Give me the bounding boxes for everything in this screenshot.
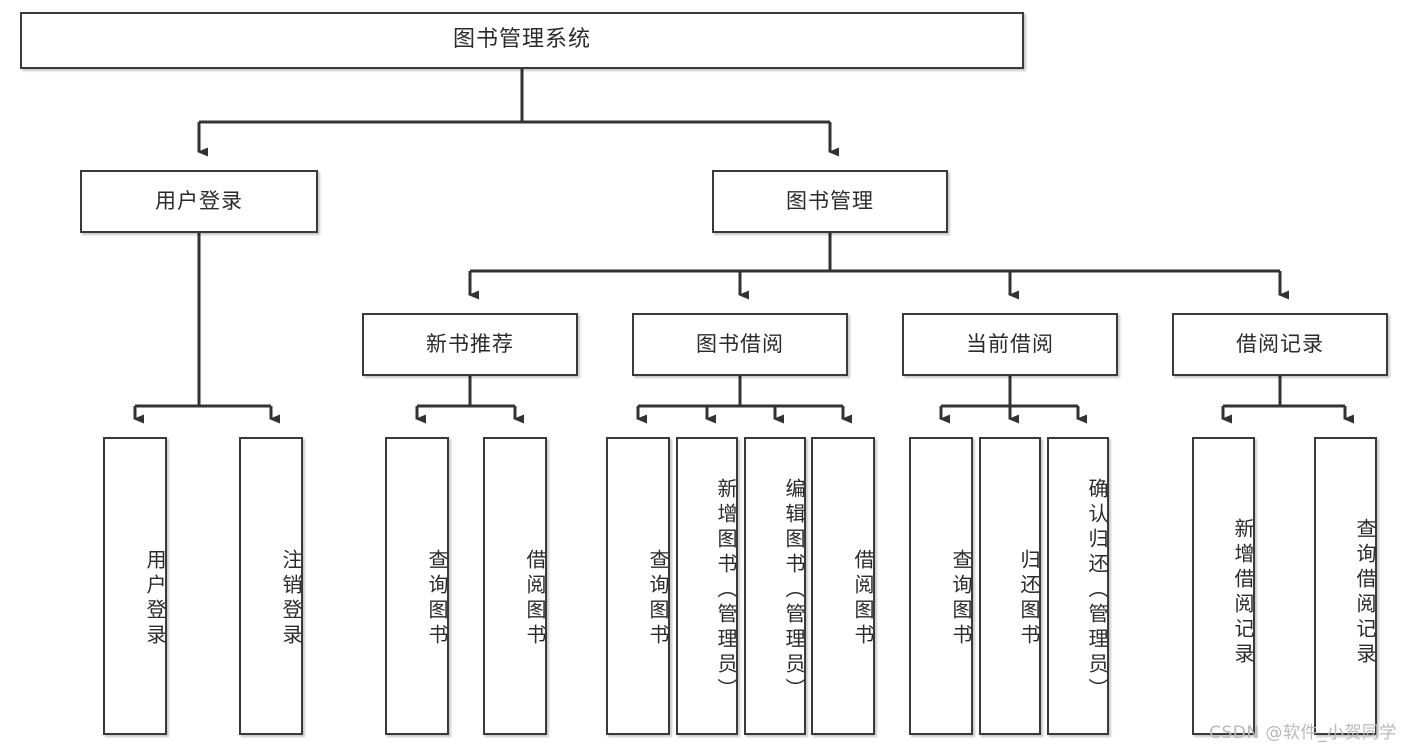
node-label: 借阅图书 <box>523 549 547 649</box>
node-label: 图书管理系统 <box>452 27 591 53</box>
leaf-record-add-borrow-record[interactable]: 新增借阅记录 <box>1192 437 1255 735</box>
leaf-user-logout[interactable]: 注销登录 <box>239 437 303 735</box>
leaf-borrow-query-book[interactable]: 查询图书 <box>606 437 670 735</box>
node-label: 图书借阅 <box>696 331 784 356</box>
node-book-borrow[interactable]: 图书借阅 <box>632 313 848 376</box>
node-label: 新书推荐 <box>426 331 514 356</box>
node-label: 注销登录 <box>279 549 303 649</box>
node-borrow-record[interactable]: 借阅记录 <box>1172 313 1388 376</box>
node-label: 用户登录 <box>155 188 243 213</box>
node-label: 当前借阅 <box>966 331 1054 356</box>
node-label: 新增借阅记录 <box>1231 518 1255 668</box>
node-label: 新增图书（管理员） <box>714 477 738 703</box>
node-label: 图书管理 <box>786 188 874 213</box>
node-label: 查询图书 <box>646 549 670 649</box>
leaf-recommend-query-book[interactable]: 查询图书 <box>385 437 449 735</box>
node-new-book-recommend[interactable]: 新书推荐 <box>362 313 578 376</box>
leaf-user-login[interactable]: 用户登录 <box>103 437 167 735</box>
node-label: 编辑图书（管理员） <box>782 477 806 703</box>
node-user-login[interactable]: 用户登录 <box>80 170 318 233</box>
csdn-watermark: CSDN @软件_小贺同学 <box>1209 723 1397 743</box>
node-label: 确认归还（管理员） <box>1085 477 1109 703</box>
node-root-book-management-system[interactable]: 图书管理系统 <box>20 12 1024 69</box>
node-label: 查询图书 <box>949 549 973 649</box>
node-label: 用户登录 <box>143 549 167 649</box>
node-current-borrow[interactable]: 当前借阅 <box>902 313 1118 376</box>
leaf-borrow-edit-book-admin[interactable]: 编辑图书（管理员） <box>744 437 806 735</box>
node-book-management[interactable]: 图书管理 <box>712 170 948 233</box>
node-label: 归还图书 <box>1017 549 1041 649</box>
node-label: 借阅记录 <box>1236 331 1324 356</box>
leaf-borrow-add-book-admin[interactable]: 新增图书（管理员） <box>676 437 738 735</box>
leaf-borrow-borrow-book[interactable]: 借阅图书 <box>811 437 875 735</box>
node-label: 查询图书 <box>425 549 449 649</box>
leaf-current-return-book[interactable]: 归还图书 <box>979 437 1041 735</box>
leaf-record-query-borrow-record[interactable]: 查询借阅记录 <box>1314 437 1377 735</box>
node-label: 借阅图书 <box>851 549 875 649</box>
node-label: 查询借阅记录 <box>1353 518 1377 668</box>
leaf-current-query-book[interactable]: 查询图书 <box>909 437 973 735</box>
leaf-current-confirm-return-admin[interactable]: 确认归还（管理员） <box>1047 437 1109 735</box>
leaf-recommend-borrow-book[interactable]: 借阅图书 <box>483 437 547 735</box>
